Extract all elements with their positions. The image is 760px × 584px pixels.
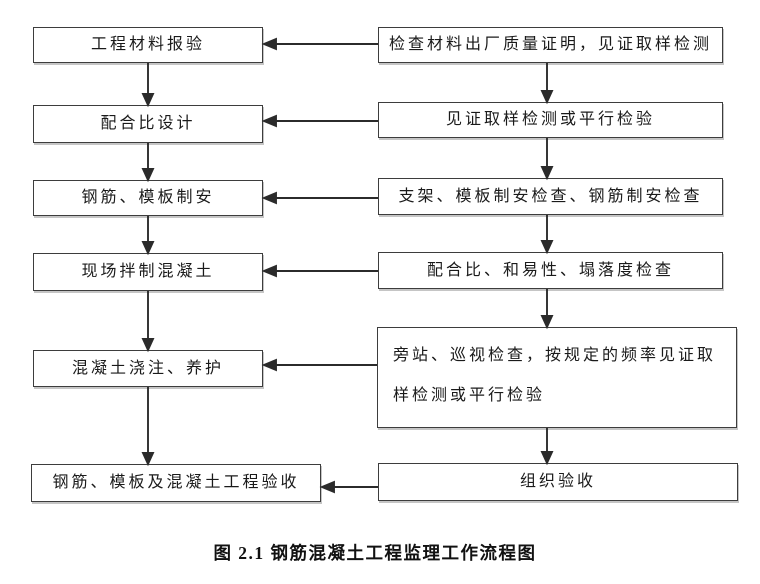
- node-label: 配合比、和易性、塌落度检查: [426, 261, 674, 279]
- arrow-l4-l5: [141, 291, 155, 353]
- node-label: 工程材料报验: [90, 36, 205, 54]
- node-label: 混凝土浇注、养护: [71, 359, 224, 377]
- arrow-l1-l2: [141, 63, 155, 108]
- node-label: 钢筋、模板及混凝土工程验收: [52, 474, 300, 492]
- node-label: 现场拌制混凝土: [81, 263, 215, 281]
- node-concrete-pouring-curing: 混凝土浇注、养护: [33, 350, 263, 387]
- node-witness-sampling-test: 见证取样检测或平行检验: [378, 102, 723, 138]
- node-label: 支架、模板制安检查、钢筋制安检查: [398, 187, 703, 205]
- node-mix-workability-slump-check: 配合比、和易性、塌落度检查: [378, 252, 723, 289]
- arrow-r2-r3: [540, 138, 554, 181]
- arrow-r1-r2: [540, 63, 554, 105]
- arrow-r6-l6: [319, 480, 378, 494]
- node-label: 见证取样检测或平行检验: [445, 111, 655, 129]
- arrow-r1-l1: [261, 37, 378, 51]
- node-rebar-formwork-install: 钢筋、模板制安: [33, 180, 263, 216]
- arrow-r5-l5: [261, 358, 377, 372]
- arrow-r4-r5: [540, 289, 554, 330]
- arrow-r3-l3: [261, 191, 378, 205]
- arrow-r2-l2: [261, 114, 378, 128]
- arrow-r4-l4: [261, 264, 378, 278]
- arrow-l5-l6: [141, 387, 155, 467]
- figure-caption: 图 2.1 钢筋混凝土工程监理工作流程图: [213, 543, 537, 563]
- node-check-factory-certificates: 检查材料出厂质量证明，见证取样检测: [378, 27, 723, 63]
- node-label: 旁站、巡视检查，按规定的频率见证取样检测或平行检验: [393, 347, 717, 404]
- arrow-l3-l4: [141, 216, 155, 256]
- arrow-r3-r4: [540, 215, 554, 255]
- node-label: 组织验收: [519, 473, 596, 491]
- node-final-acceptance: 钢筋、模板及混凝土工程验收: [31, 464, 321, 502]
- node-material-submission: 工程材料报验: [33, 27, 263, 63]
- node-label: 钢筋、模板制安: [81, 189, 215, 207]
- node-support-formwork-rebar-check: 支架、模板制安检查、钢筋制安检查: [378, 178, 723, 215]
- node-label: 检查材料出厂质量证明，见证取样检测: [388, 36, 712, 54]
- node-side-station-inspection: 旁站、巡视检查，按规定的频率见证取样检测或平行检验: [377, 327, 737, 428]
- node-label: 配合比设计: [100, 115, 196, 133]
- node-onsite-concrete-mixing: 现场拌制混凝土: [33, 253, 263, 291]
- arrow-l2-l3: [141, 143, 155, 183]
- node-organize-acceptance: 组织验收: [378, 463, 738, 501]
- node-mix-ratio-design: 配合比设计: [33, 105, 263, 143]
- arrow-r5-r6: [540, 428, 554, 466]
